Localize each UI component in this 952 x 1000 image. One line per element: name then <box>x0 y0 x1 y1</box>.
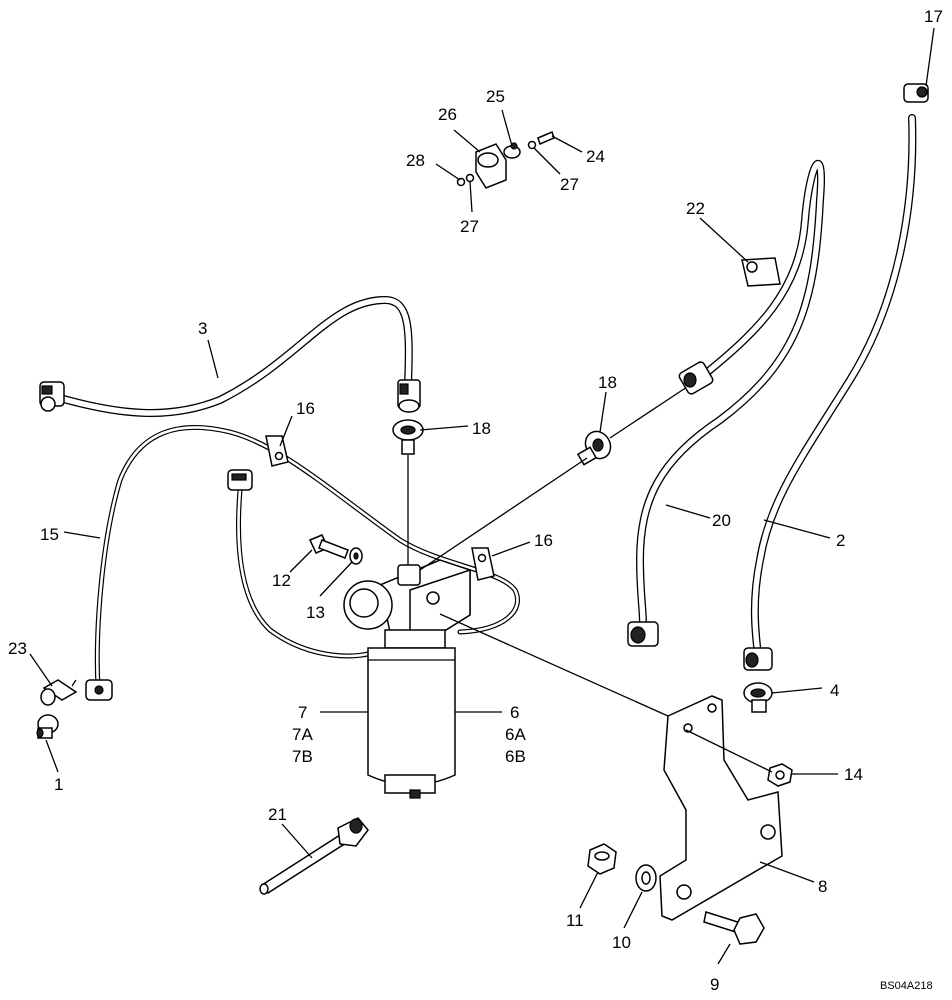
callout-9: 9 <box>710 975 720 994</box>
callout-7b: 7B <box>292 747 313 766</box>
return-line-fitting <box>227 469 253 491</box>
hose-20 <box>636 159 825 636</box>
callout-15: 15 <box>40 525 59 544</box>
callout-18-top: 18 <box>472 419 491 438</box>
callout-6a: 6A <box>505 725 526 744</box>
callout-8: 8 <box>818 877 828 896</box>
filter-bowl <box>367 629 456 799</box>
callout-28: 28 <box>406 151 425 170</box>
hose-3-right-fitting <box>397 379 421 413</box>
figure-code: BS04A218 <box>880 980 933 992</box>
callout-10: 10 <box>612 933 631 952</box>
sensor-23 <box>40 679 78 706</box>
callout-13: 13 <box>306 603 325 622</box>
washer-13 <box>349 547 363 565</box>
hose-3 <box>56 296 413 417</box>
callout-16-lower: 16 <box>534 531 553 550</box>
fitting-4 <box>743 682 773 713</box>
bolt-12 <box>308 534 349 559</box>
clip-22 <box>741 257 781 287</box>
callout-12: 12 <box>272 571 291 590</box>
callout-27-right: 27 <box>560 175 579 194</box>
washer-27-left <box>465 173 475 183</box>
clip-16-lower <box>471 547 495 581</box>
callout-24: 24 <box>586 147 605 166</box>
callout-22: 22 <box>686 199 705 218</box>
callout-20: 20 <box>712 511 731 530</box>
callout-18-mid: 18 <box>598 373 617 392</box>
bracket-8 <box>659 695 783 921</box>
fitting-18-mid <box>576 430 612 466</box>
callout-2: 2 <box>836 531 846 550</box>
hose-3-left-fitting <box>39 381 65 412</box>
clip-17 <box>903 83 929 103</box>
callout-27-left: 27 <box>460 217 479 236</box>
washer-10 <box>635 864 657 892</box>
callout-26: 26 <box>438 105 457 124</box>
callout-6b: 6B <box>505 747 526 766</box>
callout-25: 25 <box>486 87 505 106</box>
leader-lines <box>29 27 935 965</box>
return-line <box>235 487 383 659</box>
callout-4: 4 <box>830 681 840 700</box>
screw-24 <box>537 130 555 146</box>
hose-20-lower-fitting <box>627 621 659 647</box>
callout-21: 21 <box>268 805 287 824</box>
filter-head <box>343 559 471 641</box>
hose-2-lower-fitting <box>743 647 773 671</box>
callout-1: 1 <box>54 775 64 794</box>
hose-15-lower-fitting <box>85 679 113 701</box>
callout-17: 17 <box>924 7 943 26</box>
fitting-18-top <box>392 419 424 455</box>
callout-14: 14 <box>844 765 863 784</box>
callout-7: 7 <box>298 703 308 722</box>
heater-21 <box>259 817 369 895</box>
callout-16-upper: 16 <box>296 399 315 418</box>
nut-14 <box>767 763 793 787</box>
callout-6: 6 <box>510 703 520 722</box>
hose-20-upper-fitting <box>678 361 714 395</box>
washer-27-right <box>527 140 537 150</box>
bolt-9 <box>703 911 765 945</box>
fitting-1 <box>36 714 59 739</box>
switch-26 <box>475 143 507 189</box>
callout-3: 3 <box>198 319 208 338</box>
callout-23: 23 <box>8 639 27 658</box>
clip-16-upper <box>265 435 289 467</box>
callout-7a: 7A <box>292 725 313 744</box>
nut-11 <box>587 843 617 875</box>
callout-11: 11 <box>566 911 584 930</box>
hose-2 <box>750 114 917 659</box>
